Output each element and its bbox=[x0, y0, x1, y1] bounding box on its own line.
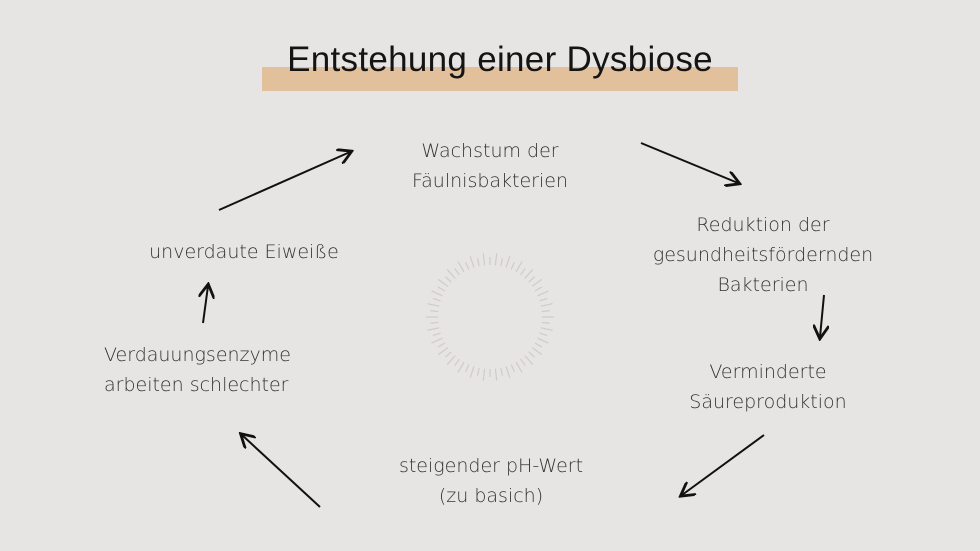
arrow-icon bbox=[242, 435, 321, 508]
node-line: Fäulnisbakterien bbox=[411, 170, 569, 192]
node-verdauungsenzyme: Verdauungsenzyme arbeiten schlechter bbox=[104, 340, 344, 400]
node-line: Wachstum der bbox=[421, 140, 559, 162]
arrow-icon bbox=[820, 294, 824, 337]
node-line: Reduktion der bbox=[696, 214, 830, 236]
decorative-sunburst-icon bbox=[426, 253, 554, 381]
node-wachstum: Wachstum der Fäulnisbakterien bbox=[380, 136, 600, 196]
arrow-icon bbox=[203, 286, 208, 324]
node-line: arbeiten schlechter bbox=[104, 374, 289, 396]
title-highlight-bar bbox=[262, 67, 738, 91]
arrow-icon bbox=[218, 152, 350, 211]
node-line: Bakterien bbox=[717, 274, 809, 296]
node-line: (zu basich) bbox=[438, 485, 544, 507]
node-line: gesundheitsfördernden bbox=[652, 244, 874, 266]
node-line: unverdaute Eiweiße bbox=[149, 241, 339, 263]
page-title: Entstehung einer Dysbiose bbox=[287, 40, 713, 79]
node-line: Verminderte bbox=[709, 361, 827, 383]
node-ph-wert: steigender pH-Wert (zu basich) bbox=[376, 451, 606, 511]
node-line: Säureproduktion bbox=[689, 391, 847, 413]
arrow-icon bbox=[682, 434, 765, 495]
node-reduktion: Reduktion der gesundheitsfördernden Bakt… bbox=[633, 210, 893, 300]
node-line: Verdauungsenzyme bbox=[104, 344, 291, 366]
node-saeureproduktion: Verminderte Säureproduktion bbox=[658, 357, 878, 417]
arrow-icon bbox=[640, 142, 738, 183]
node-unverdaute-eiweisse: unverdaute Eiweiße bbox=[124, 237, 364, 267]
node-line: steigender pH-Wert bbox=[398, 455, 584, 477]
